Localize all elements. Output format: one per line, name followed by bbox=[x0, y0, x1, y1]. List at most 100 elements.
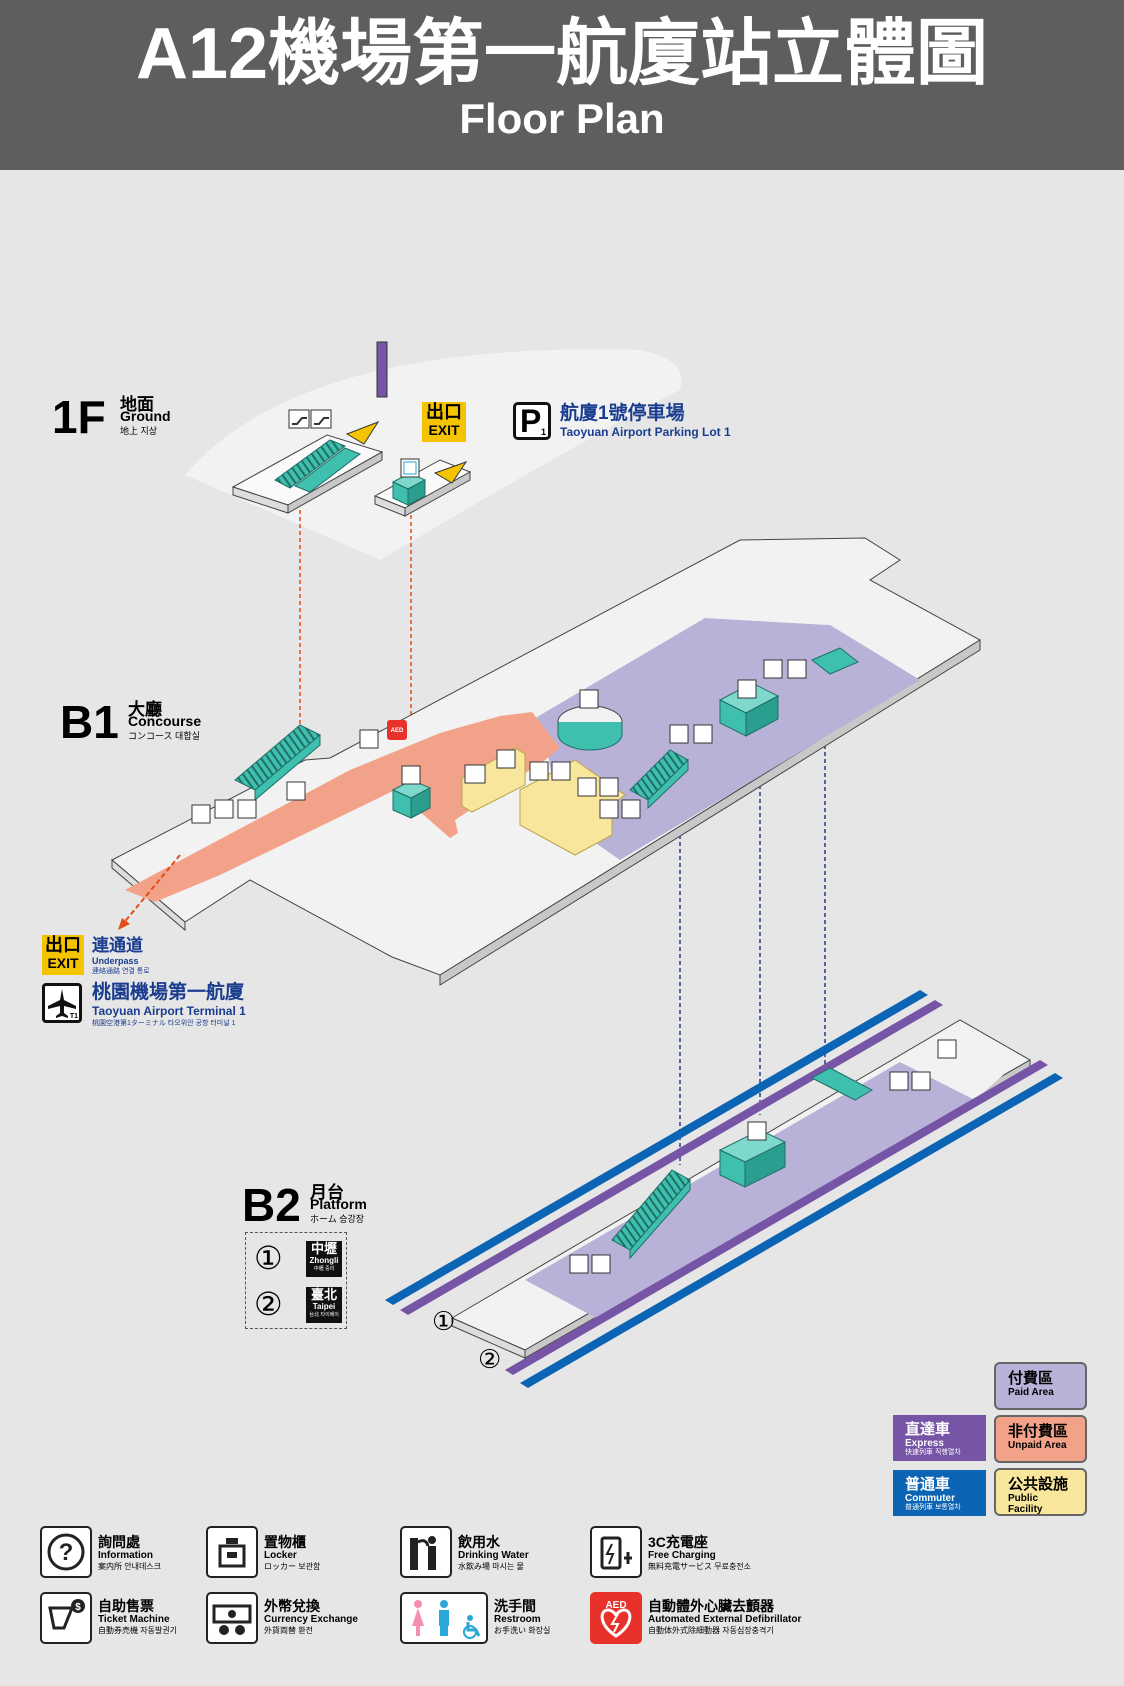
b2-track-commuter-2 bbox=[520, 1073, 1063, 1388]
platform-row-1: ① 中壢 Zhongli 中壢 중리 bbox=[254, 1239, 342, 1277]
exit-en: EXIT bbox=[47, 955, 79, 971]
platform-number: ② bbox=[254, 1286, 283, 1322]
header-bar: A12機場第一航廈站立體圖 Floor Plan bbox=[0, 0, 1124, 170]
exit-zh: 出口 bbox=[426, 402, 462, 422]
icon-key-sub: 自動券売機 자동발권기 bbox=[98, 1626, 178, 1636]
stairs-up-icon bbox=[569, 1254, 589, 1274]
platform-row-2: ② 臺北 Taipei 台北 타이베이 bbox=[254, 1285, 342, 1323]
terminal-label: 桃園機場第一航廈 Taoyuan Airport Terminal 1 桃園空港… bbox=[92, 982, 246, 1028]
platform-directions: ① 中壢 Zhongli 中壢 중리 ② 臺北 Taipei 台北 타이베이 bbox=[245, 1232, 347, 1329]
legend-zh: 普通車 bbox=[905, 1476, 951, 1493]
legend-zh: 公共設施 bbox=[1008, 1476, 1069, 1493]
legend-sub: 快速列車 직행열차 bbox=[905, 1449, 961, 1457]
parking-label: 航廈1號停車場 Taoyuan Airport Parking Lot 1 bbox=[560, 403, 731, 439]
stairs-up-icon bbox=[214, 799, 234, 819]
drinking-water-icon bbox=[400, 1526, 452, 1578]
legend-unpaid-area: 非付費區 Unpaid Area bbox=[994, 1415, 1087, 1463]
ticket-machine-icon: $ bbox=[40, 1592, 92, 1644]
escalator-icon bbox=[693, 724, 713, 744]
underpass-sub: 連絡通路 연결 통로 bbox=[92, 968, 150, 975]
ticket-machine-icon bbox=[496, 749, 516, 769]
icon-key-drinking-water: 飲用水 Drinking Water 水飲み場 마시는 물 bbox=[458, 1534, 529, 1572]
icon-key-zh: 自助售票 bbox=[98, 1598, 154, 1614]
b2-elevator bbox=[718, 1129, 787, 1188]
icon-key-sub: 無料充電サービス 무료충전소 bbox=[648, 1562, 752, 1572]
icon-key-en: Automated External Defibrillator bbox=[648, 1614, 802, 1626]
platform-dest-sub: 台北 타이베이 bbox=[309, 1312, 339, 1318]
icon-key-zh: 飲用水 bbox=[458, 1534, 500, 1550]
icon-key-zh: 外幣兌換 bbox=[264, 1598, 320, 1614]
icon-key-en: Free Charging bbox=[648, 1550, 716, 1562]
icon-key-ticket-machine: 自助售票 Ticket Machine 自動券売機 자동발권기 bbox=[98, 1598, 177, 1636]
icon-key-currency: 外幣兌換 Currency Exchange 外貨両替 환전 bbox=[264, 1598, 358, 1636]
aed-map-label: AED bbox=[391, 728, 404, 734]
track-label-1: ① bbox=[432, 1306, 455, 1336]
restroom-icon bbox=[400, 1592, 488, 1644]
legend-express: 直達車 Express 快速列車 직행열차 bbox=[893, 1415, 986, 1461]
underpass-en: Underpass bbox=[92, 956, 139, 966]
elevator-icon bbox=[401, 765, 421, 785]
restroom-male-icon bbox=[599, 799, 619, 819]
escalator-icon bbox=[889, 1071, 909, 1091]
icon-key-en: Currency Exchange bbox=[264, 1614, 358, 1626]
floor-zh: 地面 bbox=[120, 395, 154, 414]
aed-icon bbox=[387, 720, 407, 740]
escalator-icon bbox=[237, 799, 257, 819]
legend-public-facility: 公共設施 Public Facility bbox=[994, 1468, 1087, 1516]
floor-code: 1F bbox=[52, 391, 106, 443]
question-icon bbox=[579, 689, 599, 709]
b1-public-facility bbox=[519, 759, 626, 856]
b2-track-express-2 bbox=[505, 1060, 1048, 1375]
family-restroom-icon bbox=[577, 777, 597, 797]
platform-dest-box: 臺北 Taipei 台北 타이베이 bbox=[306, 1287, 342, 1323]
exit-arrow-1 bbox=[345, 420, 380, 445]
svg-text:?: ? bbox=[59, 1539, 74, 1566]
charging-icon bbox=[590, 1526, 642, 1578]
legend-zh: 付費區 bbox=[1008, 1370, 1054, 1387]
legend-en: Unpaid Area bbox=[1008, 1440, 1067, 1452]
stairs-down-icon bbox=[787, 659, 807, 679]
exit-en: EXIT bbox=[428, 422, 460, 438]
charging-icon bbox=[286, 781, 306, 801]
icon-key-sub: 自動体外式除細動器 자동심장충격기 bbox=[648, 1626, 774, 1636]
icon-key-zh: 3C充電座 bbox=[648, 1534, 708, 1550]
floor-sub: ホーム 승강장 bbox=[310, 1214, 365, 1224]
parking-letter: P bbox=[520, 403, 542, 439]
floor-code: B2 bbox=[242, 1179, 301, 1231]
question-icon: ? bbox=[40, 1526, 92, 1578]
terminal-sign: T1 bbox=[42, 983, 82, 1023]
icon-key-zh: 詢問處 bbox=[98, 1534, 140, 1550]
accessible-icon bbox=[599, 777, 619, 797]
floor-en: Platform bbox=[310, 1196, 367, 1212]
floor-sub: コンコース 대합실 bbox=[128, 731, 200, 741]
platform-dest-sub: 中壢 중리 bbox=[313, 1266, 335, 1272]
icon-key-aed: 自動體外心臟去顫器 Automated External Defibrillat… bbox=[648, 1598, 801, 1636]
b1-escalator-top-right bbox=[811, 647, 859, 675]
icon-key-sub: 案内所 안내데스크 bbox=[98, 1562, 162, 1572]
elevator-icon bbox=[747, 1121, 767, 1141]
icon-key-information: 詢問處 Information 案内所 안내데스크 bbox=[98, 1534, 161, 1572]
legend-zh: 直達車 bbox=[905, 1421, 951, 1438]
accessible-icon bbox=[551, 761, 571, 781]
1f-elevator-icon bbox=[400, 458, 420, 478]
stairs-down-icon bbox=[911, 1071, 931, 1091]
floor-zh: 月台 bbox=[310, 1183, 344, 1202]
underpass-label: 連通道 Underpass 連絡通路 연결 통로 bbox=[92, 936, 150, 976]
exit-arrow-2 bbox=[433, 461, 468, 484]
icon-key-sub: お手洗い 화장실 bbox=[494, 1626, 551, 1636]
terminal-zh: 桃園機場第一航廈 bbox=[92, 982, 245, 1003]
stairs-up-icon bbox=[669, 724, 689, 744]
icon-key-zh: 洗手間 bbox=[494, 1598, 536, 1614]
parking-en: Taoyuan Airport Parking Lot 1 bbox=[560, 425, 731, 439]
page-title: A12機場第一航廈站立體圖 bbox=[135, 14, 989, 94]
terminal-en: Taoyuan Airport Terminal 1 bbox=[92, 1004, 246, 1018]
legend-sub: 普通列車 보통열차 bbox=[905, 1504, 961, 1512]
legend-en: Express bbox=[905, 1438, 944, 1450]
b1-unpaid-area bbox=[125, 712, 560, 902]
icon-key-restroom: 洗手間 Restroom お手洗い 화장실 bbox=[494, 1598, 550, 1636]
platform-dest-en: Zhongli bbox=[309, 1256, 339, 1265]
icon-key-en: Drinking Water bbox=[458, 1550, 529, 1562]
station-floor-plan: AED bbox=[111, 341, 1063, 1388]
exit-sign-post bbox=[376, 341, 388, 398]
1f-escalator-icons bbox=[288, 409, 332, 429]
